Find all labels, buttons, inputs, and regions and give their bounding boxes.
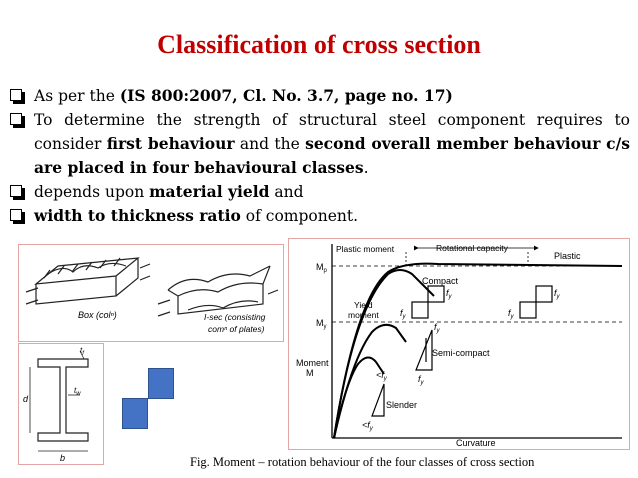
- sketch-label-box: Box (colⁿ): [78, 310, 117, 320]
- moment-axis-label-1: Moment: [296, 358, 329, 368]
- bullet-list: As per the (IS 800:2007, Cl. No. 3.7, pa…: [8, 84, 630, 228]
- plastic-moment-label: Plastic moment: [336, 244, 395, 254]
- my-label: My: [316, 318, 327, 330]
- fy-label-compact-top: fy: [446, 288, 453, 300]
- fy-label-semi-top: fy: [434, 322, 441, 334]
- isection-d-label: d: [23, 394, 29, 404]
- moment-curvature-graph: Plastic moment Rotational capacity Plast…: [296, 243, 623, 448]
- moment-axis-label-2: M: [306, 368, 314, 378]
- fy-label-plastic-top: fy: [554, 288, 561, 300]
- blue-square-top: [148, 368, 174, 399]
- semi-compact-label: Semi-compact: [432, 348, 490, 358]
- buckling-sketch-panel: [18, 244, 284, 342]
- sketch-label-isec-1: I-sec (consisting: [204, 312, 266, 322]
- bullet-2: To determine the strength of structural …: [8, 108, 630, 180]
- fy-label-compact-bottom: fy: [400, 308, 407, 320]
- compact-curve: [333, 269, 435, 439]
- bullet-3: depends upon material yield and: [8, 180, 630, 204]
- lt-fy-label-slender-top: <fy: [376, 370, 388, 382]
- buckling-sketch: Box (colⁿ) I-sec (consisting comⁿ of pla…: [25, 257, 279, 334]
- checkbox-bullet-icon: [10, 89, 25, 104]
- figure-caption: Fig. Moment – rotation behaviour of the …: [190, 455, 535, 469]
- bullet-1: As per the (IS 800:2007, Cl. No. 3.7, pa…: [8, 84, 630, 108]
- fy-label-plastic-bottom: fy: [508, 308, 515, 320]
- checkbox-bullet-icon: [10, 209, 25, 224]
- blue-square-bottom: [122, 398, 148, 429]
- curvature-axis-label: Curvature: [456, 438, 496, 448]
- mp-label: Mp: [316, 262, 328, 274]
- isection-tf-label: tf: [80, 346, 85, 357]
- isection-b-label: b: [60, 453, 65, 463]
- isection-tw-label: tw: [74, 386, 81, 397]
- slender-label: Slender: [386, 400, 417, 410]
- yield-moment-label-1: Yield: [354, 300, 373, 310]
- bullet-4: width to thickness ratio of component.: [8, 204, 630, 228]
- yield-moment-label-2: moment: [348, 310, 379, 320]
- rotational-capacity-label: Rotational capacity: [436, 243, 509, 253]
- lt-fy-label-slender-bottom: <fy: [362, 420, 374, 432]
- sketch-label-isec-2: comⁿ of plates): [208, 324, 265, 334]
- moment-curvature-panel: [288, 238, 630, 450]
- isection-panel: [18, 343, 104, 465]
- checkbox-bullet-icon: [10, 185, 25, 200]
- slender-curve: [333, 356, 385, 439]
- slide-title: Classification of cross section: [157, 30, 481, 59]
- compact-label: Compact: [422, 276, 459, 286]
- checkbox-bullet-icon: [10, 113, 25, 128]
- isection-diagram: tf tw d b: [23, 346, 89, 463]
- plastic-label: Plastic: [554, 251, 581, 261]
- fy-label-semi-bottom: fy: [418, 374, 425, 386]
